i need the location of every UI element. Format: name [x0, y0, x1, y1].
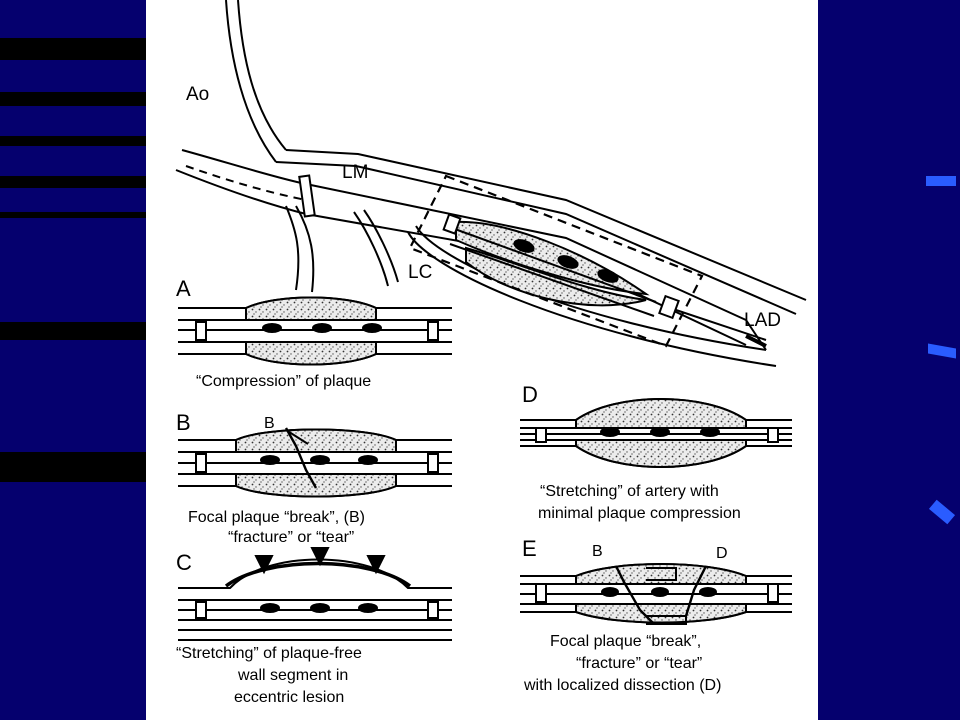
bg-stripe [0, 136, 146, 146]
bg-stripe [0, 92, 146, 106]
bg-accent-mark [928, 499, 956, 525]
panel-e-illustration [520, 563, 792, 625]
panel-b-break-marker: B [264, 415, 275, 432]
panel-c-illustration [178, 547, 452, 641]
label-left-circumflex: LC [408, 262, 432, 283]
panel-b-caption-line-2: “fracture” or “tear” [228, 529, 354, 546]
panel-e-letter: E [522, 536, 537, 561]
panel-c-caption-line-1: “Stretching” of plaque-free [176, 645, 362, 662]
bg-accent-mark [926, 176, 956, 186]
panel-d-caption-line-1: “Stretching” of artery with [540, 483, 719, 500]
label-lad: LAD [744, 310, 781, 331]
panel-e-caption-line-1: Focal plaque “break”, [550, 633, 701, 650]
panel-a-illustration [178, 296, 452, 366]
panel-a-caption-line-1: “Compression” of plaque [196, 373, 371, 390]
panel-a-letter: A [176, 276, 191, 301]
bg-stripe [0, 452, 146, 482]
bg-accent-mark [928, 343, 956, 359]
bg-stripe [0, 176, 146, 188]
panel-c-caption-line-2: wall segment in [237, 667, 348, 684]
bg-stripe [0, 322, 146, 340]
bg-stripe [0, 38, 146, 60]
panel-b-caption-line-1: Focal plaque “break”, (B) [188, 509, 365, 526]
label-left-main: LM [342, 162, 368, 183]
panel-b-letter: B [176, 410, 191, 435]
label-aorta: Ao [186, 84, 209, 105]
panel-d-caption-line-2: minimal plaque compression [538, 505, 741, 522]
panel-c-caption-line-3: eccentric lesion [234, 689, 344, 706]
panel-e-dissection-marker: D [716, 545, 728, 562]
panel-e-caption-line-2: “fracture” or “tear” [576, 655, 702, 672]
coronary-overview [175, 0, 807, 367]
figure-panel: Ao LM LC LAD A “Compression” of plaque [146, 0, 818, 720]
panel-e-break-marker: B [592, 543, 603, 560]
panel-e-caption-line-3: with localized dissection (D) [523, 677, 721, 694]
angioplasty-diagram: Ao LM LC LAD A “Compression” of plaque [175, 0, 807, 706]
panel-c-letter: C [176, 550, 192, 575]
bg-stripe [0, 212, 146, 218]
panel-b-illustration [178, 427, 452, 498]
panel-d-letter: D [522, 382, 538, 407]
panel-d-illustration [520, 398, 792, 468]
